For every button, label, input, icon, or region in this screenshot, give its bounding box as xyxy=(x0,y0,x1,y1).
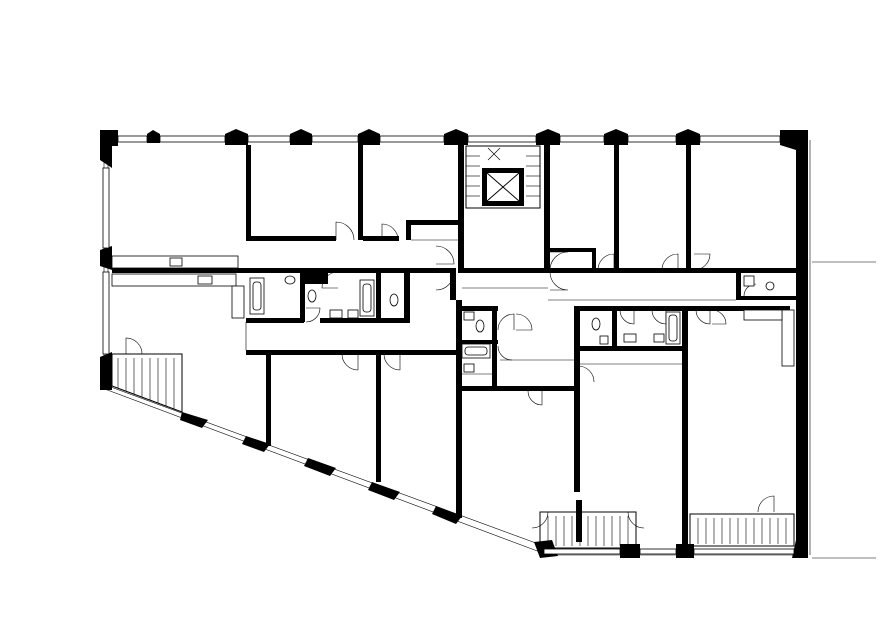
door-swing-icon xyxy=(125,221,775,529)
interior-hairlines xyxy=(245,239,736,375)
balcony-center xyxy=(539,511,637,549)
windows xyxy=(102,135,795,555)
balcony-left xyxy=(111,353,183,413)
kitchen-counter-icon xyxy=(111,255,795,367)
facade-piers xyxy=(100,129,808,558)
walls xyxy=(112,145,808,544)
sink-icon xyxy=(329,275,755,373)
balcony-right xyxy=(689,513,795,547)
elevator-icon xyxy=(482,168,524,206)
toilet-icon xyxy=(284,275,775,333)
bathtub-icon xyxy=(249,277,681,359)
stair-icon xyxy=(465,145,541,209)
